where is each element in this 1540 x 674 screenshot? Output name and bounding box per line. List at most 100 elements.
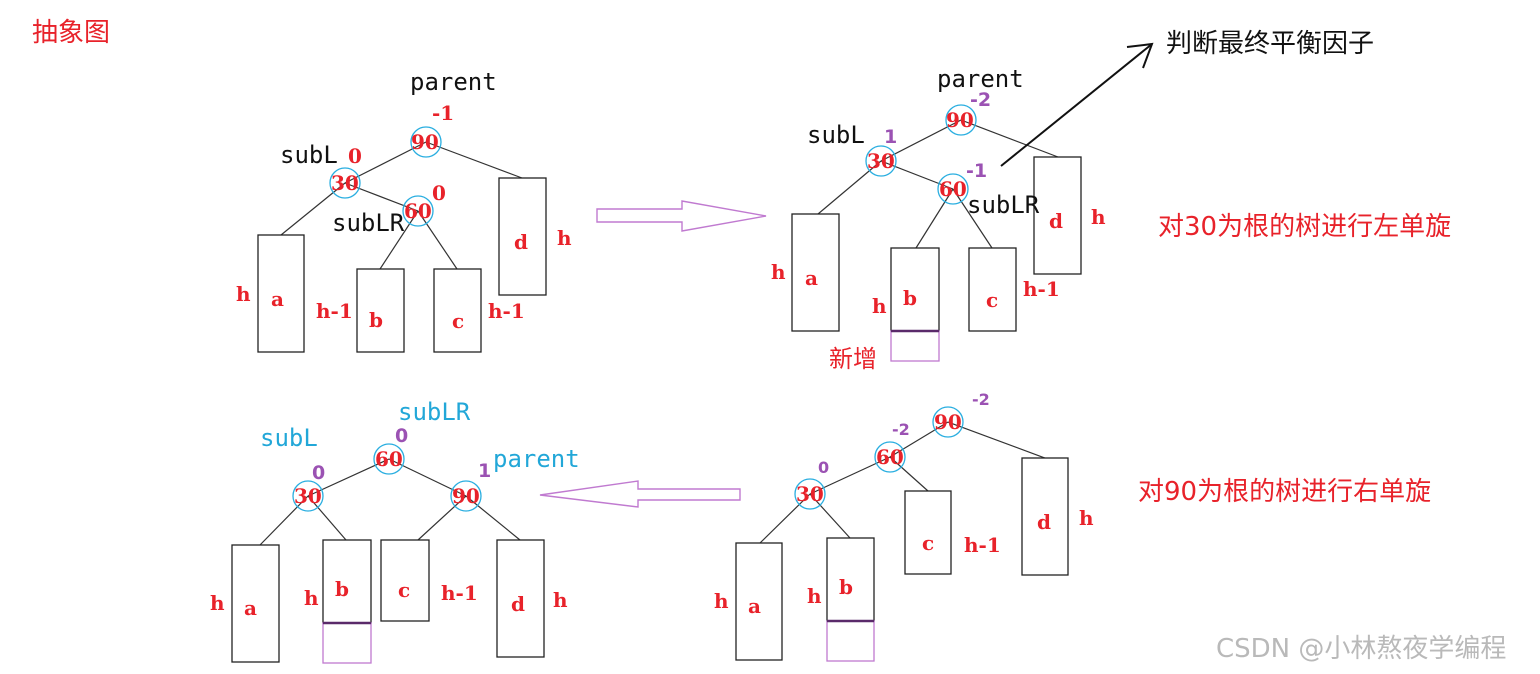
subtree-label-d: d bbox=[1049, 209, 1063, 233]
subtree-label-c: c bbox=[986, 288, 998, 312]
parent-label: parent bbox=[493, 445, 580, 473]
annotation-rotate-left: 对30为根的树进行左单旋 bbox=[1158, 212, 1451, 242]
balance-30: 0 bbox=[312, 462, 325, 484]
subtree-label-a: a bbox=[244, 596, 257, 620]
subtree-label-d: d bbox=[511, 592, 525, 616]
diagram-title: 抽象图 bbox=[32, 18, 110, 48]
subtree-label-c: c bbox=[922, 531, 934, 555]
parent-label: parent bbox=[937, 65, 1024, 93]
arrow-right bbox=[596, 200, 767, 232]
node-value-60: 60 bbox=[876, 445, 904, 469]
subtree-box-c bbox=[904, 490, 952, 575]
node-value-60: 60 bbox=[375, 447, 403, 471]
balance-90: -1 bbox=[432, 101, 454, 125]
height-label-d: h bbox=[1091, 205, 1106, 229]
subtree-box-a bbox=[735, 542, 783, 661]
balance-90: 1 bbox=[478, 460, 491, 482]
balance-90: -2 bbox=[972, 390, 990, 409]
node-value-30: 30 bbox=[294, 484, 322, 508]
node-circle-90 bbox=[945, 104, 977, 136]
subtree-label-d: d bbox=[1037, 510, 1051, 534]
parent-label: parent bbox=[410, 68, 497, 96]
balance-60: -2 bbox=[892, 420, 910, 439]
judge-arrow bbox=[1000, 42, 1154, 167]
node-circle-60 bbox=[874, 441, 906, 473]
subl-label: subL bbox=[280, 141, 338, 169]
node-circle-90 bbox=[932, 406, 964, 438]
sublr-label: subLR bbox=[967, 191, 1040, 219]
panel-bottom-right: a b c d h h h-1 h 90 60 30 -2 -2 0 bbox=[714, 390, 1094, 662]
panel-top-right: a b c d h h h-1 h 新增 90 30 60 parent sub… bbox=[771, 65, 1106, 373]
subtree-box-d bbox=[496, 539, 545, 658]
node-circle-30 bbox=[794, 478, 826, 510]
height-label-a: h bbox=[210, 591, 225, 615]
node-circle-60 bbox=[937, 173, 969, 205]
subtree-label-c: c bbox=[452, 309, 464, 333]
balance-30: 0 bbox=[818, 458, 829, 477]
node-value-90: 90 bbox=[452, 484, 480, 508]
subtree-box-d bbox=[498, 177, 547, 296]
subtree-box-b bbox=[356, 268, 405, 353]
node-value-90: 90 bbox=[946, 108, 974, 132]
panel-top-left: a b c d h h-1 h-1 h 90 30 60 parent subL… bbox=[236, 68, 572, 353]
height-label-c: h-1 bbox=[1023, 277, 1060, 301]
new-node-box bbox=[890, 330, 940, 362]
subtree-box-b bbox=[826, 537, 875, 622]
balance-60: -1 bbox=[966, 160, 987, 182]
subtree-label-b: b bbox=[839, 575, 853, 599]
subl-label: subL bbox=[260, 424, 318, 452]
node-circle-30 bbox=[329, 167, 361, 199]
height-label-d: h bbox=[1079, 506, 1094, 530]
arrow-left bbox=[539, 480, 741, 508]
new-node-box bbox=[826, 620, 875, 662]
subtree-box-d bbox=[1021, 457, 1069, 576]
annotation-rotate-right: 对90为根的树进行右单旋 bbox=[1138, 477, 1431, 507]
node-value-30: 30 bbox=[331, 171, 359, 195]
node-circle-30 bbox=[292, 480, 324, 512]
watermark: CSDN @小林熬夜学编程 bbox=[1216, 634, 1506, 664]
subtree-box-c bbox=[968, 247, 1017, 332]
subtree-box-b bbox=[322, 539, 372, 624]
node-value-90: 90 bbox=[411, 130, 439, 154]
height-label-a: h bbox=[771, 260, 786, 284]
subtree-label-d: d bbox=[514, 230, 528, 254]
new-node-label: 新增 bbox=[829, 345, 877, 373]
height-label-d: h bbox=[557, 226, 572, 250]
subtree-label-a: a bbox=[271, 287, 284, 311]
balance-60: 0 bbox=[432, 181, 446, 205]
balance-30: 1 bbox=[884, 126, 897, 148]
subtree-label-c: c bbox=[398, 578, 410, 602]
height-label-b: h bbox=[304, 586, 319, 610]
subtree-label-a: a bbox=[805, 266, 818, 290]
sublr-label: subLR bbox=[398, 398, 471, 426]
node-value-30: 30 bbox=[867, 149, 895, 173]
node-value-60: 60 bbox=[404, 199, 432, 223]
height-label-a: h bbox=[714, 589, 729, 613]
balance-90: -2 bbox=[970, 89, 991, 111]
subtree-box-c bbox=[433, 268, 482, 353]
height-label-c: h-1 bbox=[488, 299, 525, 323]
node-circle-60 bbox=[402, 195, 434, 227]
node-value-60: 60 bbox=[939, 177, 967, 201]
height-label-b: h-1 bbox=[316, 299, 353, 323]
subtree-label-b: b bbox=[369, 308, 383, 332]
subtree-box-a bbox=[257, 234, 305, 353]
height-label-d: h bbox=[553, 588, 568, 612]
subtree-label-b: b bbox=[903, 286, 917, 310]
balance-30: 0 bbox=[348, 144, 362, 168]
node-circle-90 bbox=[450, 480, 482, 512]
subtree-box-a bbox=[231, 544, 280, 663]
subtree-label-b: b bbox=[335, 577, 349, 601]
height-label-b: h bbox=[807, 584, 822, 608]
subtree-box-d bbox=[1033, 156, 1082, 275]
node-circle-30 bbox=[865, 145, 897, 177]
height-label-b: h bbox=[872, 294, 887, 318]
annotation-judge: 判断最终平衡因子 bbox=[1166, 29, 1374, 59]
sublr-label: subLR bbox=[332, 209, 405, 237]
node-value-90: 90 bbox=[934, 410, 962, 434]
balance-60: 0 bbox=[395, 425, 408, 447]
node-circle-60 bbox=[373, 443, 405, 475]
subtree-box-c bbox=[380, 539, 430, 622]
subtree-box-a bbox=[791, 213, 840, 332]
